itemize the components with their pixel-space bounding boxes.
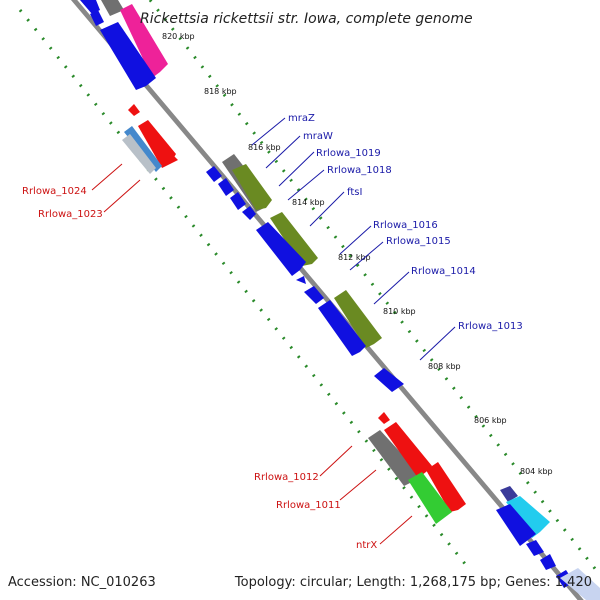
feature-blue-11	[526, 540, 544, 556]
feature-blue-5	[256, 222, 306, 276]
feature-blue-small-1	[90, 10, 104, 26]
feature-blue-6	[296, 276, 306, 284]
leader-line	[287, 169, 325, 201]
forward-labels: mraZ mraW Rrlowa_1019 Rrlowa_1018 ftsI R…	[288, 113, 523, 332]
leader-line	[339, 469, 377, 501]
backbone	[70, 0, 586, 600]
feature-red-1	[138, 120, 176, 168]
feature-green	[408, 472, 452, 524]
feature-olive-2	[270, 212, 318, 266]
feature-blue-9	[374, 368, 404, 392]
feature-red-small-2	[170, 152, 178, 164]
leader-line	[309, 191, 345, 227]
outer-dotted-guide	[148, 0, 600, 576]
inner-dotted-guide	[18, 9, 472, 571]
leader-line	[265, 135, 301, 169]
tick-label: 810 kbp	[383, 307, 416, 316]
genome-summary-text: Topology: circular; Length: 1,268,175 bp…	[234, 575, 592, 590]
leader-line	[339, 225, 372, 255]
leader-line	[419, 326, 456, 361]
reverse-labels: Rrlowa_1024 Rrlowa_1023 Rrlowa_1012 Rrlo…	[22, 186, 377, 551]
feature-lightblue-1	[560, 568, 600, 600]
tick-label: 818 kbp	[204, 87, 237, 96]
feature-blue-1	[206, 166, 222, 182]
feature-gray-top	[101, 0, 124, 16]
feature-olive-1	[232, 164, 272, 210]
feature-blue-7	[304, 286, 324, 304]
feature-blue-8	[318, 300, 366, 356]
feature-red-small-3	[378, 412, 390, 424]
gene-label-rrlowa-1014: Rrlowa_1014	[411, 266, 476, 277]
gene-label-rrlowa-1023: Rrlowa_1023	[38, 209, 103, 220]
leader-line	[278, 151, 315, 187]
gene-label-mraz: mraZ	[288, 113, 315, 124]
leader-line	[349, 241, 384, 271]
gene-label-mraw: mraW	[303, 131, 333, 142]
feature-blue-12	[540, 554, 556, 570]
leader-line	[379, 515, 413, 545]
feature-red-3	[426, 462, 466, 512]
feature-gray-2	[368, 430, 420, 486]
feature-lightblue-2	[124, 126, 162, 172]
tick-label: 812 kbp	[338, 253, 371, 262]
leader-line	[103, 179, 141, 213]
tick-label: 820 kbp	[162, 32, 195, 41]
gene-label-ftsi: ftsI	[347, 187, 362, 198]
gene-label-rrlowa-1019: Rrlowa_1019	[316, 148, 381, 159]
feature-blue-large	[100, 22, 156, 90]
feature-cyan	[506, 496, 550, 538]
feature-blue-4	[242, 206, 256, 220]
tick-label: 816 kbp	[248, 143, 281, 152]
map-title: Rickettsia rickettsii str. Iowa, complet…	[140, 11, 473, 27]
accession-text: Accession: NC_010263	[8, 575, 156, 590]
tick-label: 804 kbp	[520, 467, 553, 476]
gene-label-rrlowa-1024: Rrlowa_1024	[22, 186, 87, 197]
feature-blue-top	[80, 0, 100, 14]
kbp-ticks: 820 kbp 818 kbp 816 kbp 814 kbp 812 kbp …	[162, 32, 553, 476]
leader-line	[373, 271, 410, 305]
tick-label: 814 kbp	[292, 198, 325, 207]
feature-blue-10	[496, 504, 536, 546]
gene-label-rrlowa-1012: Rrlowa_1012	[254, 472, 319, 483]
forward-label-leaders	[251, 117, 456, 361]
feature-blue-2	[218, 178, 234, 196]
feature-navy-1	[500, 486, 518, 502]
gene-label-rrlowa-1015: Rrlowa_1015	[386, 236, 451, 247]
feature-red-small-1	[128, 104, 140, 116]
forward-strand-features	[80, 0, 600, 600]
feature-silver	[122, 134, 156, 174]
leader-line	[91, 163, 123, 191]
leader-line	[251, 117, 286, 146]
tick-label: 808 kbp	[428, 362, 461, 371]
feature-red-2	[384, 422, 432, 478]
tick-label: 806 kbp	[474, 416, 507, 425]
feature-magenta	[120, 4, 168, 78]
feature-blue-3	[230, 192, 246, 210]
gene-label-ntrx: ntrX	[356, 540, 377, 551]
dotted-guides	[18, 0, 600, 576]
gene-label-rrlowa-1011: Rrlowa_1011	[276, 500, 341, 511]
feature-olive-3	[334, 290, 382, 348]
reverse-strand-features	[122, 104, 466, 524]
gene-label-rrlowa-1013: Rrlowa_1013	[458, 321, 523, 332]
leader-line	[319, 445, 353, 477]
gene-label-rrlowa-1016: Rrlowa_1016	[373, 220, 438, 231]
gene-label-rrlowa-1018: Rrlowa_1018	[327, 165, 392, 176]
reverse-label-leaders	[91, 163, 413, 545]
backbone-highlight	[77, 0, 586, 600]
backbone-line	[70, 0, 585, 600]
